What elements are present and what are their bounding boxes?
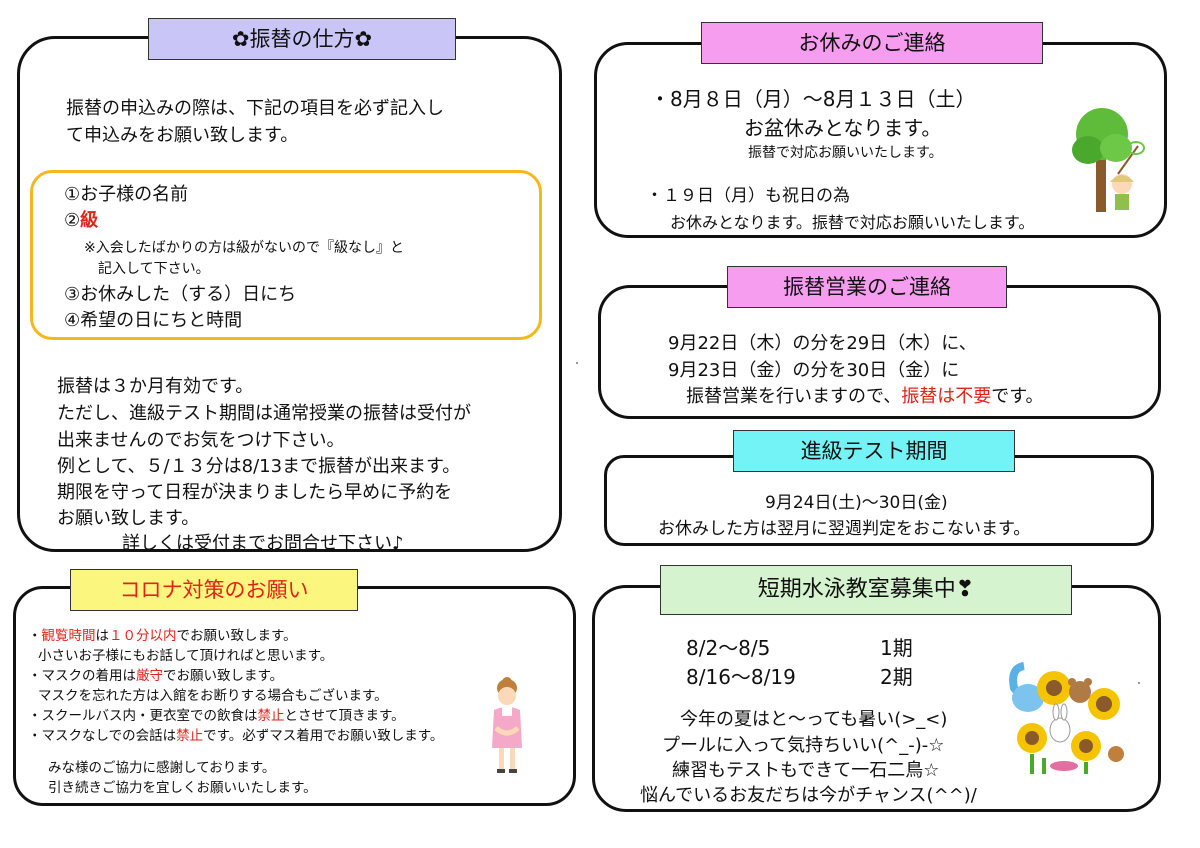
furikae-item-1: ①お子様の名前 (64, 184, 189, 205)
corona-line-2: 小さいお子様にもお話して頂ければと思います。 (38, 648, 334, 664)
suiei-period-1-date: 8/2～8/5 (686, 636, 771, 660)
test-line-1: 9月24日(土)～30日(金) (765, 493, 948, 513)
oyasumi-title: お休みのご連絡 (701, 22, 1043, 64)
test-panel (604, 455, 1154, 546)
suiei-message-4: 悩んでいるお友だちは今がチャンス(^^)/ (640, 785, 977, 806)
suiei-period-2-date: 8/16～8/19 (686, 665, 796, 689)
corona-line-6: ・マスクなしでの会話は禁止です。必ずマス着用でお願い致します。 (28, 728, 444, 744)
corona-line-5: ・スクールバス内・更衣室での飲食は禁止とさせて頂きます。 (28, 708, 405, 724)
suiei-period-2-term: 2期 (880, 665, 913, 689)
corona-line-8: 引き続きご協力を宜しくお願いいたします。 (48, 780, 317, 796)
furikae-item-2: ②級 (64, 206, 98, 232)
oyasumi-line-4: ・１９日（月）も祝日の為 (646, 186, 850, 206)
eigyo-line-3: 振替営業を行いますので、振替は不要です。 (686, 386, 1044, 407)
furikae-body-5: 期限を守って日程が決まりましたら早めに予約を (57, 482, 453, 503)
furikae-title: ✿振替の仕方✿ (148, 18, 456, 60)
eigyo-title: 振替営業のご連絡 (727, 266, 1007, 308)
corona-line-7: みな様のご協力に感謝しております。 (48, 760, 276, 776)
oyasumi-line-5: お休みとなります。振替で対応お願いいたします。 (670, 213, 1035, 232)
furikae-note-1: ※入会したばかりの方は級がないので『級なし』と (84, 240, 405, 256)
furikae-note-2: 記入して下さい。 (98, 261, 210, 277)
furikae-item-2-num: ② (64, 210, 81, 231)
sunflower-animals-illustration (1009, 662, 1124, 774)
oyasumi-line-2: お盆休みとなります。 (744, 116, 942, 140)
furikae-footer: 詳しくは受付までお問合せ下さい♪ (122, 533, 404, 554)
tree-child-illustration (1072, 108, 1145, 212)
furikae-panel (17, 36, 562, 552)
furikae-body-2: ただし、進級テスト期間は通常授業の振替は受付が (57, 403, 471, 424)
test-line-2: お休みした方は翌月に翌週判定をおこないます。 (658, 519, 1031, 539)
furikae-item-3: ③お休みした（する）日にち (64, 284, 297, 305)
suiei-message-2: プールに入って気持ちいい(^_-)-☆ (662, 735, 945, 756)
furikae-body-4: 例として、５/１３分は8/13まで振替が出来ます。 (57, 456, 461, 477)
test-title: 進級テスト期間 (733, 430, 1015, 472)
corona-line-1: ・観覧時間は１０分以内でお願い致します。 (28, 628, 297, 644)
furikae-body-1: 振替は３か月有効です。 (57, 376, 254, 397)
oyasumi-line-1: ・8月８日（月）～8月１３日（土） (650, 87, 976, 111)
oyasumi-line-3: 振替で対応お願いいたします。 (748, 145, 943, 161)
furikae-intro-1: 振替の申込みの際は、下記の項目を必ず記入し (66, 98, 444, 119)
woman-bowing-illustration (492, 677, 522, 773)
furikae-intro-2: て申込みをお願い致します。 (66, 125, 299, 146)
furikae-body-6: お願い致します。 (57, 508, 200, 529)
corona-panel (13, 586, 576, 806)
corona-line-3: ・マスクの着用は厳守でお願い致します。 (28, 668, 284, 684)
stray-mark (1138, 682, 1140, 684)
eigyo-line-2: 9月23日（金）の分を30日（金）に (668, 360, 960, 381)
furikae-item-2-kyu: 級 (80, 210, 99, 231)
suiei-title: 短期水泳教室募集中❣ (660, 565, 1072, 615)
furikae-body-3: 出来ませんのでお気をつけ下さい。 (57, 430, 345, 451)
eigyo-line-1: 9月22日（木）の分を29日（木）に、 (668, 333, 977, 354)
furikae-items-box (30, 170, 542, 340)
stray-mark (576, 362, 578, 364)
suiei-message-1: 今年の夏はと～っても暑い(>_<) (680, 709, 948, 730)
furikae-item-4: ④希望の日にちと時間 (64, 310, 243, 331)
suiei-message-3: 練習もテストもできて一石二鳥☆ (672, 760, 940, 781)
corona-title: コロナ対策のお願い (70, 569, 358, 611)
suiei-period-1-term: 1期 (880, 636, 913, 660)
oyasumi-panel (594, 42, 1167, 238)
corona-line-4: マスクを忘れた方は入館をお断りする場合もございます。 (38, 688, 388, 704)
